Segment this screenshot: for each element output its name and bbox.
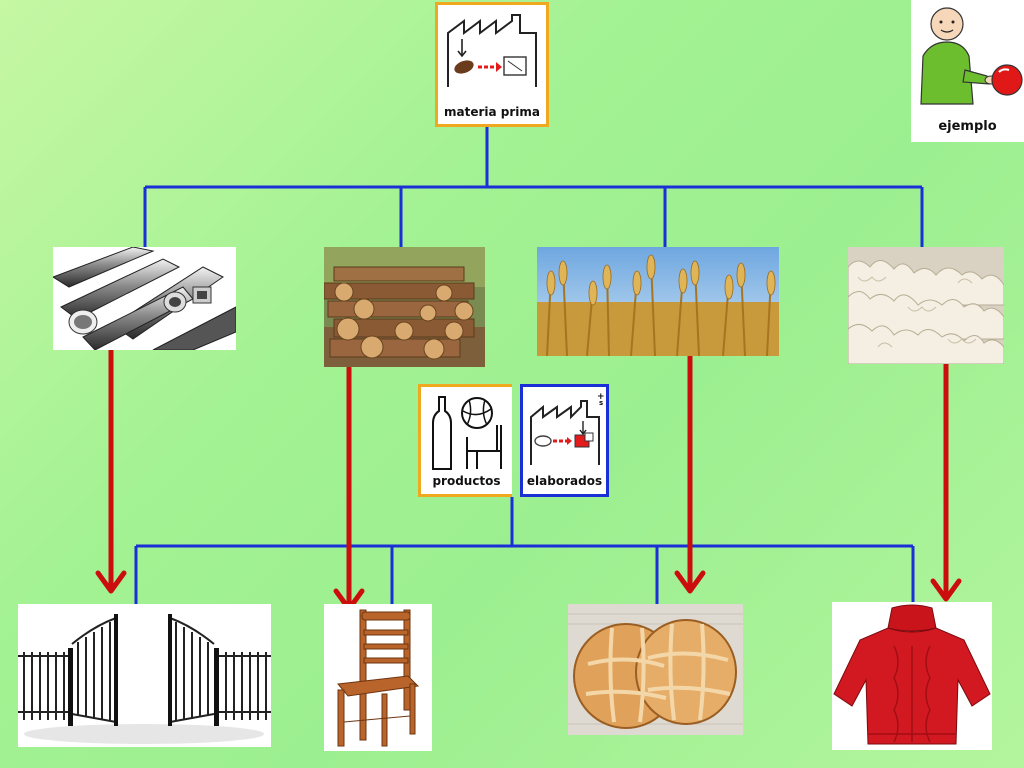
ejemplo-pictogram: ejemplo (911, 0, 1024, 142)
ejemplo-label: ejemplo (938, 119, 997, 134)
productos-pictogram: productos (418, 384, 512, 497)
wood-logs-photo (324, 247, 485, 367)
iron-gate-photo (18, 604, 271, 747)
metal-bars-photo (53, 247, 236, 350)
red-sweater-photo (832, 602, 992, 750)
arrow-metal-to-gate (95, 347, 127, 594)
materia-prima-label: materia prima (443, 105, 540, 119)
arrow-wheat-to-bread (674, 349, 706, 594)
productos-label: productos (432, 474, 501, 488)
elaborados-pictogram: + s elaborados (520, 384, 609, 497)
wooden-chair-photo (324, 604, 432, 751)
wheat-field-photo (537, 247, 779, 356)
bottle-ball-chair-icon (432, 396, 502, 470)
factory-plus-icon: + s (530, 392, 605, 465)
materia-prima-pictogram: materia prima (435, 2, 549, 127)
svg-text:+: + (597, 392, 605, 402)
factory-icon (447, 14, 537, 87)
arrow-wool-to-sweater (930, 357, 962, 602)
arrow-wood-to-chair (333, 365, 365, 612)
bread-loaves-photo (568, 604, 743, 735)
elaborados-label: elaborados (526, 474, 603, 488)
svg-text:s: s (599, 399, 603, 407)
person-showing-ball-icon (920, 7, 1023, 105)
wool-fleece-photo (848, 247, 1004, 364)
